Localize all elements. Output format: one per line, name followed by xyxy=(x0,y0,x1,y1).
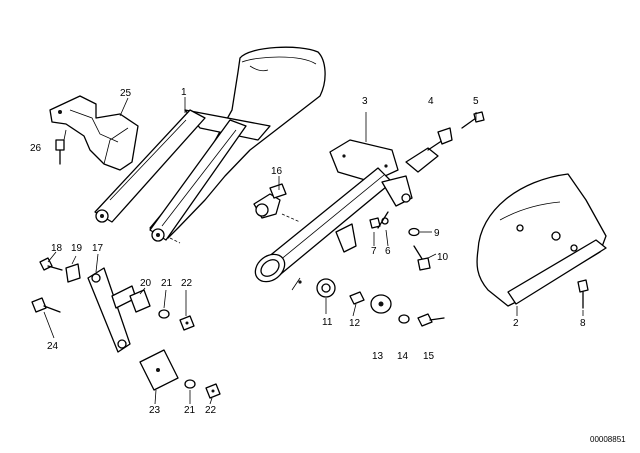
washer-9 xyxy=(408,227,420,237)
label-part-9: 9 xyxy=(434,228,440,239)
screw-10 xyxy=(413,245,431,271)
bushing-11 xyxy=(316,278,336,298)
leader-lines xyxy=(43,97,584,405)
reference-code: 00008851 xyxy=(590,435,626,444)
label-part-22-upper: 22 xyxy=(181,278,193,289)
label-part-3: 3 xyxy=(362,96,368,107)
washer-21-upper xyxy=(158,309,170,319)
washer-14 xyxy=(398,314,410,324)
lock-cylinder xyxy=(253,183,301,223)
lower-casing-shell xyxy=(476,173,607,307)
label-part-18: 18 xyxy=(51,243,63,254)
mounting-bracket xyxy=(49,95,139,171)
screw-26 xyxy=(55,139,65,165)
label-part-7: 7 xyxy=(371,246,377,257)
washer-13 xyxy=(370,294,392,314)
label-part-4: 4 xyxy=(428,96,434,107)
label-part-14: 14 xyxy=(397,351,409,362)
label-part-13: 13 xyxy=(372,351,384,362)
label-part-26: 26 xyxy=(30,143,42,154)
label-part-5: 5 xyxy=(473,96,479,107)
screw-5 xyxy=(461,111,485,129)
label-part-2: 2 xyxy=(513,318,519,329)
label-part-21-lower: 21 xyxy=(184,405,196,416)
bushing-19 xyxy=(65,263,81,283)
bushing-12 xyxy=(349,291,365,305)
nut-22-upper xyxy=(179,315,195,331)
plate-23 xyxy=(139,349,179,391)
screw-15 xyxy=(417,313,445,327)
bushing-20 xyxy=(129,289,151,313)
label-part-6: 6 xyxy=(385,246,391,257)
bolt-24 xyxy=(31,297,61,313)
label-part-12: 12 xyxy=(349,318,361,329)
label-part-17: 17 xyxy=(92,243,104,254)
washer-21-lower xyxy=(184,379,196,389)
hardware-7-6 xyxy=(369,211,389,229)
label-part-15: 15 xyxy=(423,351,435,362)
label-part-22-lower: 22 xyxy=(205,405,217,416)
label-part-11: 11 xyxy=(322,317,333,328)
screw-8 xyxy=(577,279,589,309)
label-part-1: 1 xyxy=(181,87,187,98)
nut-22-lower xyxy=(205,383,221,399)
label-part-23: 23 xyxy=(149,405,161,416)
label-part-25: 25 xyxy=(120,88,132,99)
label-part-21-upper: 21 xyxy=(161,278,173,289)
upper-column-casing xyxy=(94,46,326,244)
label-part-19: 19 xyxy=(71,243,83,254)
label-part-10: 10 xyxy=(437,252,449,263)
bolt-18 xyxy=(39,257,63,271)
steering-column-tube xyxy=(254,127,453,291)
part-labels: 1 25 26 3 4 5 16 7 6 9 10 11 12 13 14 15… xyxy=(30,87,626,444)
label-part-20: 20 xyxy=(140,278,152,289)
label-part-8: 8 xyxy=(580,318,586,329)
label-part-24: 24 xyxy=(47,341,59,352)
lever-17 xyxy=(87,267,137,353)
label-part-16: 16 xyxy=(271,166,283,177)
